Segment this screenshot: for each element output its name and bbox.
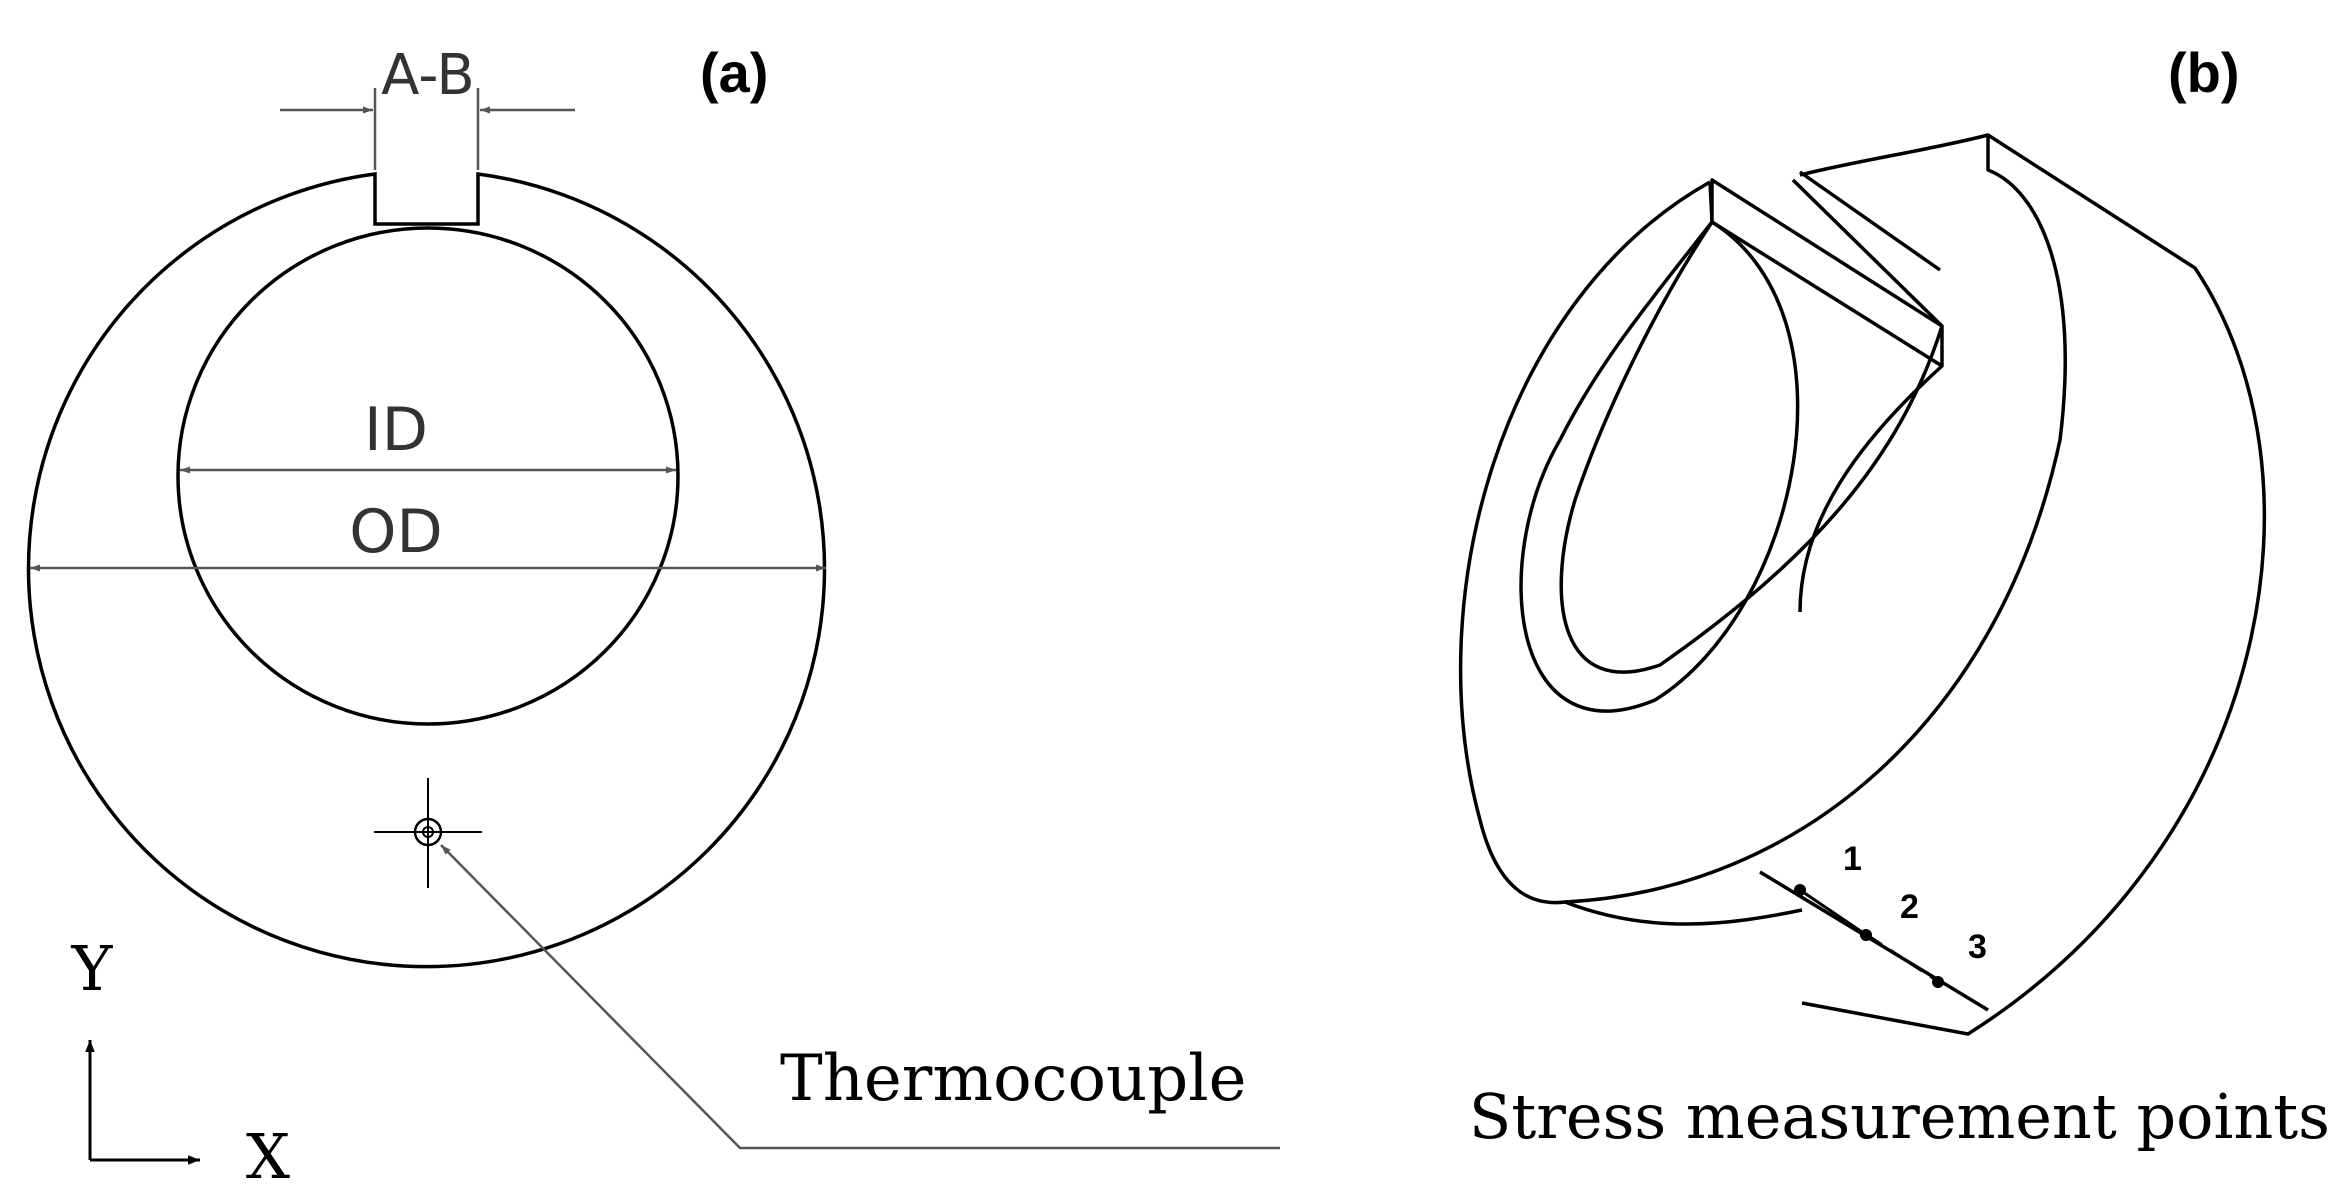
inner-bore — [1559, 221, 1944, 674]
thermocouple-label: Thermocouple — [780, 1042, 1247, 1116]
thermocouple-hole — [374, 778, 482, 888]
measurement-caption: Stress measurement points — [1469, 1080, 2330, 1153]
panel-a: (a) A-B ID OD — [26, 41, 1280, 1193]
inner-diameter-dimension: ID — [180, 395, 676, 474]
slot-edge — [1798, 170, 1942, 272]
c-ring-outer-outline — [26, 172, 827, 969]
measurement-point-1 — [1794, 884, 1806, 896]
gap-dimension: A-B — [280, 43, 575, 170]
slot-edge-upper — [1791, 178, 1944, 328]
outer-diameter-dimension: OD — [30, 497, 826, 572]
axis-y-label: Y — [71, 932, 114, 1005]
panel-b: (b) 1 2 3 — [1458, 41, 2330, 1153]
measurement-point-2 — [1860, 929, 1872, 941]
gap-dimension-label: A-B — [381, 43, 475, 108]
axis-x-label: X — [246, 1120, 290, 1193]
measurement-points: 1 2 3 — [1794, 840, 1987, 988]
inner-bore-far-edge — [1798, 364, 1944, 613]
inner-diameter-label: ID — [364, 395, 428, 465]
c-ring-inner-bore — [176, 226, 680, 726]
ring-back-silhouette — [1801, 133, 2267, 1036]
measurement-point-3-label: 3 — [1968, 928, 1987, 966]
ring-front-face — [1458, 133, 2067, 905]
panel-a-label: (a) — [700, 41, 768, 104]
ring-bottom-edge — [1564, 900, 1803, 926]
slot-face — [1710, 178, 1944, 368]
panel-b-label: (b) — [2168, 41, 2240, 104]
thermocouple-leader: Thermocouple — [440, 844, 1280, 1150]
measurement-point-1-label: 1 — [1843, 840, 1862, 878]
axis-indicator: Y X — [71, 932, 291, 1193]
outer-diameter-label: OD — [349, 497, 442, 567]
measurement-point-2-label: 2 — [1900, 888, 1919, 926]
measurement-point-3 — [1932, 976, 1944, 988]
ring-front-outer-edge — [1519, 181, 1800, 713]
c-ring-isometric — [1458, 133, 2267, 1036]
